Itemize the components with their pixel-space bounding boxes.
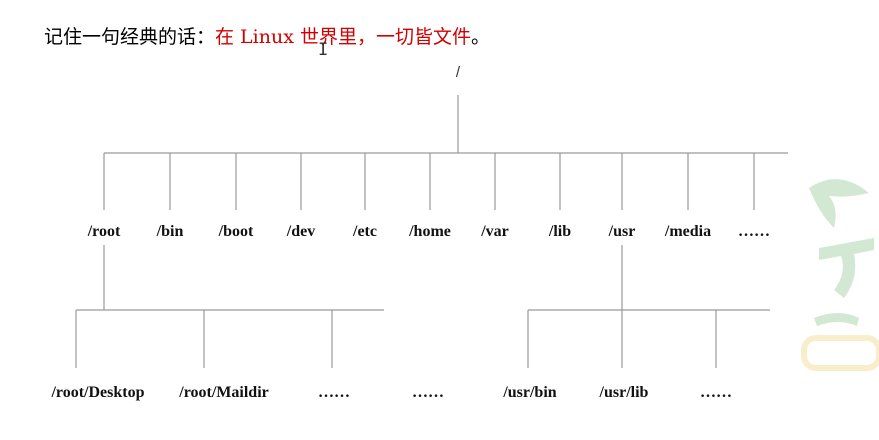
watermark-logo xyxy=(801,179,879,371)
node-root-maildir: /root/Maildir xyxy=(178,384,268,401)
root-node: / xyxy=(456,64,461,81)
text-cursor-icon: I xyxy=(318,40,329,60)
node-home: /home xyxy=(408,223,451,240)
node-lib: /lib xyxy=(548,223,571,240)
node-usr-lib: /usr/lib xyxy=(599,384,649,401)
node-root: /root xyxy=(87,223,121,240)
caption: 记住一句经典的话：在 Linux 世界里，一切皆文件。 xyxy=(44,22,490,49)
node-usr-more: …… xyxy=(700,384,732,401)
node-root-more-2: …… xyxy=(412,384,444,401)
caption-suffix: 。 xyxy=(470,26,490,48)
node-more: …… xyxy=(738,223,770,240)
tree-connectors xyxy=(75,95,788,368)
node-bin: /bin xyxy=(156,223,184,240)
node-root-desktop: /root/Desktop xyxy=(50,384,144,401)
caption-prefix: 记住一句经典的话： xyxy=(44,26,216,48)
node-var: /var xyxy=(480,223,509,240)
node-usr-bin: /usr/bin xyxy=(502,384,556,401)
node-boot: /boot xyxy=(218,223,254,240)
caption-highlight: 在 Linux 世界里，一切皆文件 xyxy=(215,26,471,48)
node-root-more-1: …… xyxy=(318,384,350,401)
node-usr: /usr xyxy=(608,223,636,240)
node-dev: /dev xyxy=(286,223,315,240)
node-etc: /etc xyxy=(352,223,377,240)
node-media: /media xyxy=(664,223,711,240)
